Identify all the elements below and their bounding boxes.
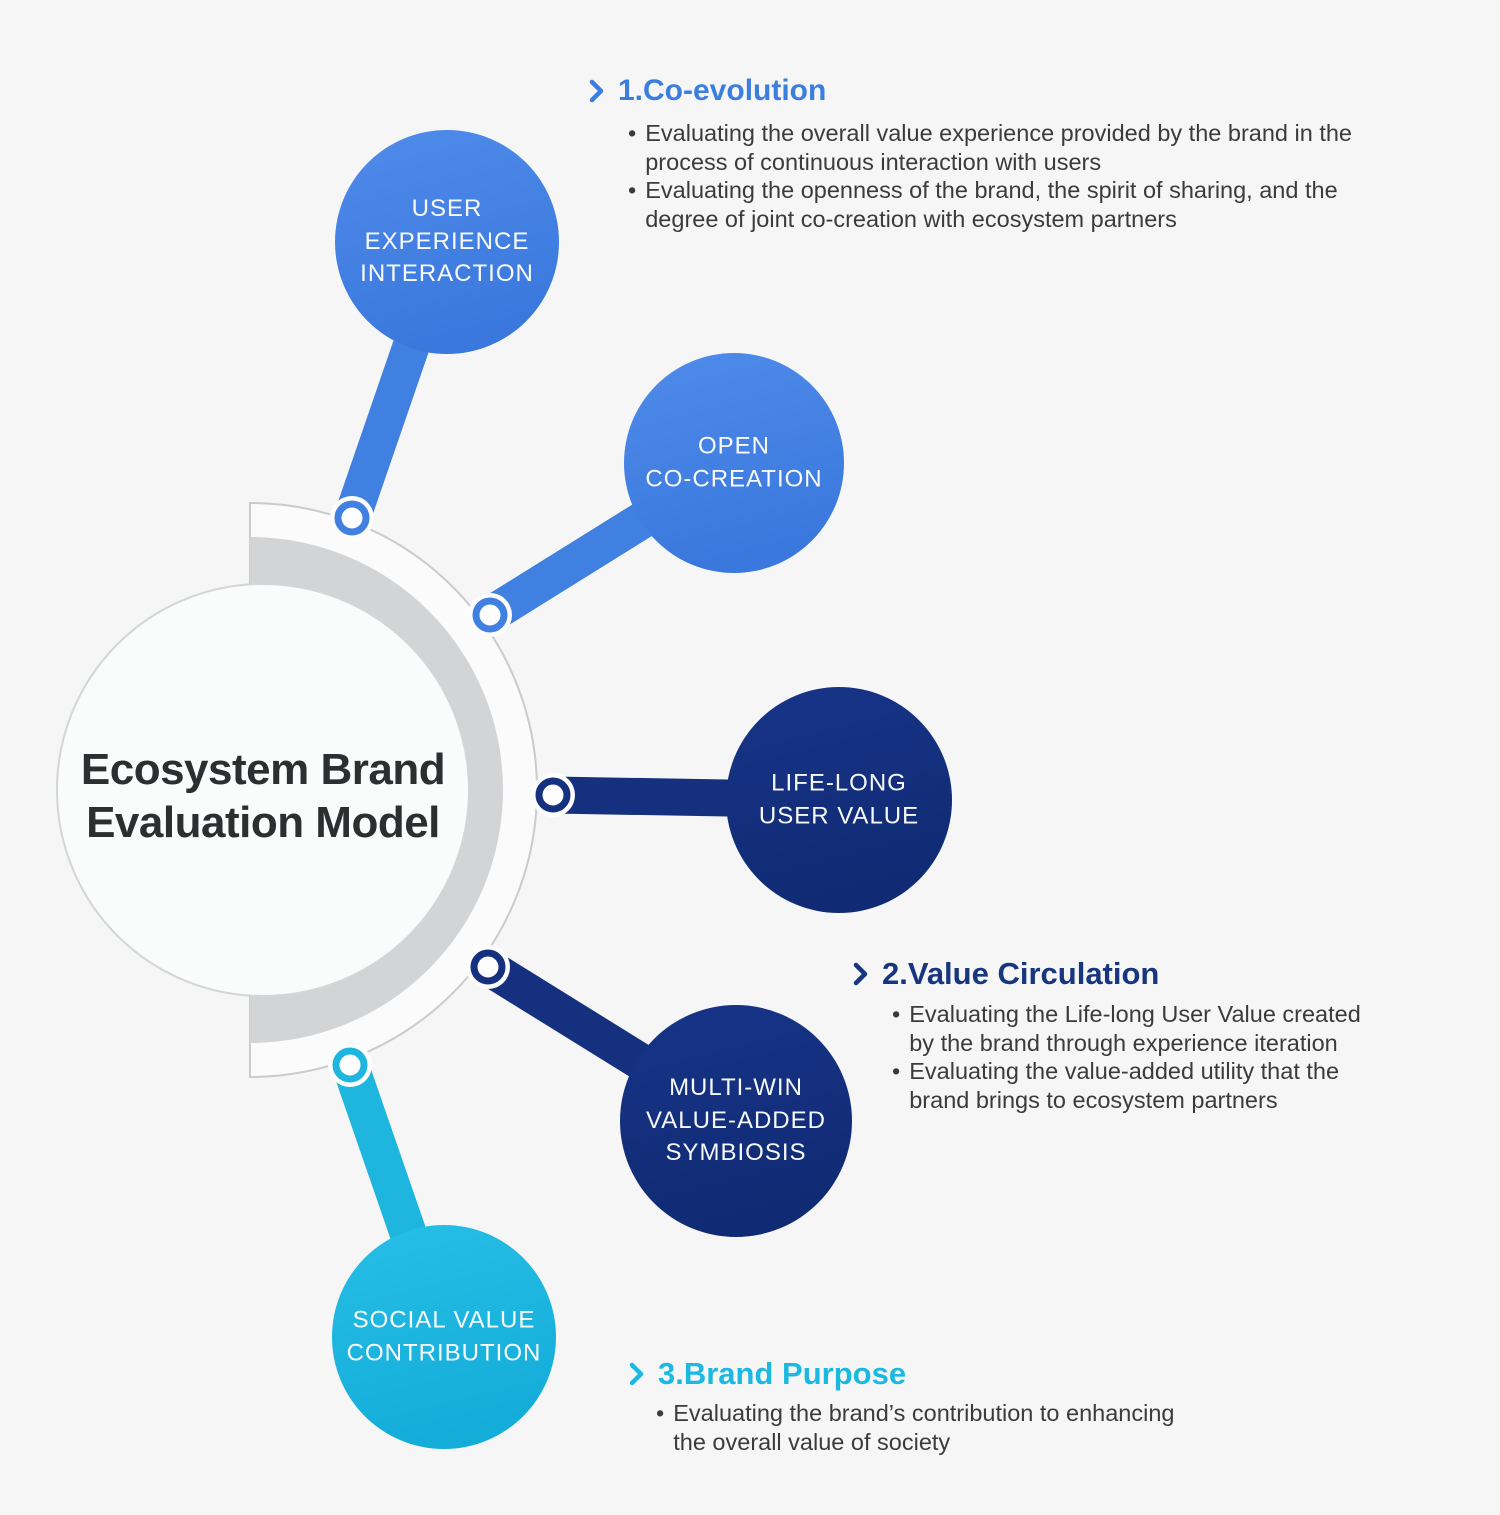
section-heading: 1.Co-evolution bbox=[618, 74, 827, 107]
node-label-line: EXPERIENCE bbox=[364, 227, 530, 255]
node-circle-open-co-creation bbox=[624, 353, 844, 573]
bullet-item: • Evaluating the openness of the brand, … bbox=[628, 176, 1370, 233]
node-label-social-value: SOCIAL VALUE CONTRIBUTION bbox=[347, 1304, 542, 1369]
section-value-circulation: 2.Value Circulation • Evaluating the Lif… bbox=[852, 956, 1362, 1114]
bullet-text: Evaluating the overall value experience … bbox=[645, 120, 1353, 175]
node-label-line: USER bbox=[411, 195, 483, 223]
node-circle-multi-win bbox=[620, 1005, 852, 1237]
section-heading: 3.Brand Purpose bbox=[658, 1356, 907, 1391]
bullet-item: • Evaluating the brand’s contribution to… bbox=[656, 1399, 1204, 1456]
bullet-text: Evaluating the openness of the brand, th… bbox=[645, 177, 1338, 232]
bullet-dot: • bbox=[628, 120, 637, 146]
diagram-title: Ecosystem Brand Evaluation Model bbox=[33, 744, 493, 850]
bullet-text: Evaluating the Life-long User Value crea… bbox=[909, 1001, 1361, 1056]
node-circle-life-long-user-value bbox=[726, 687, 952, 913]
connector-ring-life-long-user-value bbox=[535, 777, 571, 813]
section-heading-row: 1.Co-evolution bbox=[588, 74, 1370, 108]
bullet-dot: • bbox=[892, 1058, 901, 1084]
node-label-line: VALUE-ADDED bbox=[646, 1106, 826, 1134]
node-label-line: CONTRIBUTION bbox=[346, 1339, 542, 1366]
connector-ring-open-co-creation bbox=[472, 597, 508, 633]
node-label-line: SYMBIOSIS bbox=[665, 1139, 807, 1167]
bullet-text: Evaluating the brand’s contribution to e… bbox=[673, 1400, 1175, 1455]
node-label-open-co-creation: OPEN CO-CREATION bbox=[645, 430, 822, 495]
connector-ring-multi-win bbox=[470, 949, 506, 985]
node-label-line: SOCIAL VALUE bbox=[352, 1306, 536, 1334]
section-heading-row: 3.Brand Purpose bbox=[628, 1356, 1204, 1392]
node-label-user-experience: USER EXPERIENCE INTERACTION bbox=[360, 193, 534, 291]
chevron-right-icon bbox=[853, 962, 868, 986]
node-label-line: USER VALUE bbox=[758, 802, 920, 829]
bullet-dot: • bbox=[628, 177, 637, 203]
section-bullets: • Evaluating the overall value experienc… bbox=[628, 119, 1370, 233]
section-heading: 2.Value Circulation bbox=[882, 956, 1160, 991]
node-label-line: CO-CREATION bbox=[645, 465, 823, 492]
node-label-line: OPEN bbox=[697, 432, 770, 460]
section-bullets: • Evaluating the Life-long User Value cr… bbox=[892, 1000, 1362, 1114]
diagram-title-line: Evaluation Model bbox=[86, 798, 440, 847]
bullet-item: • Evaluating the overall value experienc… bbox=[628, 119, 1370, 176]
section-brand-purpose: 3.Brand Purpose • Evaluating the brand’s… bbox=[628, 1356, 1204, 1456]
section-bullets: • Evaluating the brand’s contribution to… bbox=[656, 1399, 1204, 1456]
bullet-item: • Evaluating the Life-long User Value cr… bbox=[892, 1000, 1362, 1057]
node-label-line: MULTI-WIN bbox=[669, 1074, 803, 1102]
bullet-dot: • bbox=[656, 1400, 665, 1426]
chevron-right-icon bbox=[629, 1362, 644, 1386]
connector-ring-social-value bbox=[332, 1047, 368, 1083]
node-circle-user-experience bbox=[335, 130, 559, 354]
section-heading-row: 2.Value Circulation bbox=[852, 956, 1362, 992]
bullet-dot: • bbox=[892, 1001, 901, 1027]
central-circle bbox=[56, 583, 470, 997]
bullet-text: Evaluating the value-added utility that … bbox=[909, 1058, 1340, 1113]
node-label-line: LIFE-LONG bbox=[771, 769, 907, 797]
section-co-evolution: 1.Co-evolution • Evaluating the overall … bbox=[588, 74, 1370, 233]
node-label-line: INTERACTION bbox=[360, 260, 534, 288]
diagram-title-line: Ecosystem Brand bbox=[80, 745, 446, 795]
node-label-life-long-user-value: LIFE-LONG USER VALUE bbox=[759, 767, 919, 832]
node-circle-social-value bbox=[332, 1225, 556, 1449]
connector-ring-user-experience bbox=[334, 500, 370, 536]
node-label-multi-win: MULTI-WIN VALUE-ADDED SYMBIOSIS bbox=[646, 1072, 826, 1170]
bullet-item: • Evaluating the value-added utility tha… bbox=[892, 1057, 1362, 1114]
chevron-right-icon bbox=[589, 79, 604, 103]
